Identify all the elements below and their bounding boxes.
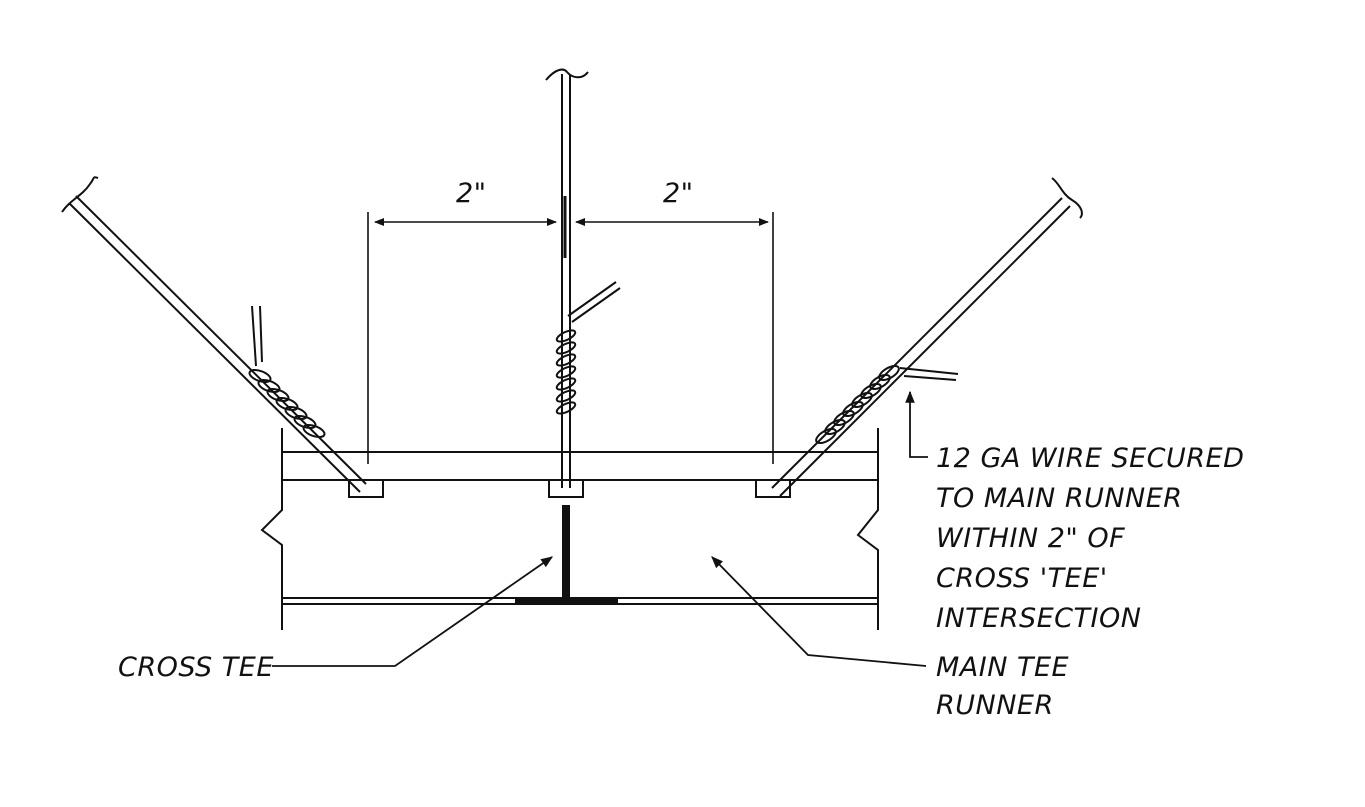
left-splay-wire (61, 176, 367, 493)
cross-tee-label: CROSS TEE (118, 652, 274, 683)
wire-note-line-2: TO MAIN RUNNER (936, 483, 1183, 514)
right-splay-wire (771, 177, 1083, 497)
cross-tee-leader (272, 556, 553, 667)
wire-holes (348, 479, 791, 498)
wire-note-line-1: 12 GA WIRE SECURED (936, 443, 1244, 474)
wire-note-line-3: WITHIN 2" OF (936, 523, 1125, 554)
dimension-left-label: 2" (456, 178, 487, 209)
wire-note-leader (905, 390, 928, 458)
dimension-right-label: 2" (663, 178, 694, 209)
main-tee-label: MAIN TEE RUNNER (936, 652, 1069, 721)
main-tee-line-2: RUNNER (936, 690, 1054, 721)
main-tee-line-1: MAIN TEE (936, 652, 1069, 683)
wire-note-label: 12 GA WIRE SECURED TO MAIN RUNNER WITHIN… (936, 443, 1244, 634)
cross-tee-shape (515, 505, 618, 603)
vertical-hanger-wire (545, 68, 621, 488)
dimension-lines (367, 196, 774, 464)
wire-note-line-4: CROSS 'TEE' (936, 563, 1108, 594)
wire-note-line-5: INTERSECTION (936, 603, 1141, 634)
main-tee-leader (711, 556, 927, 667)
